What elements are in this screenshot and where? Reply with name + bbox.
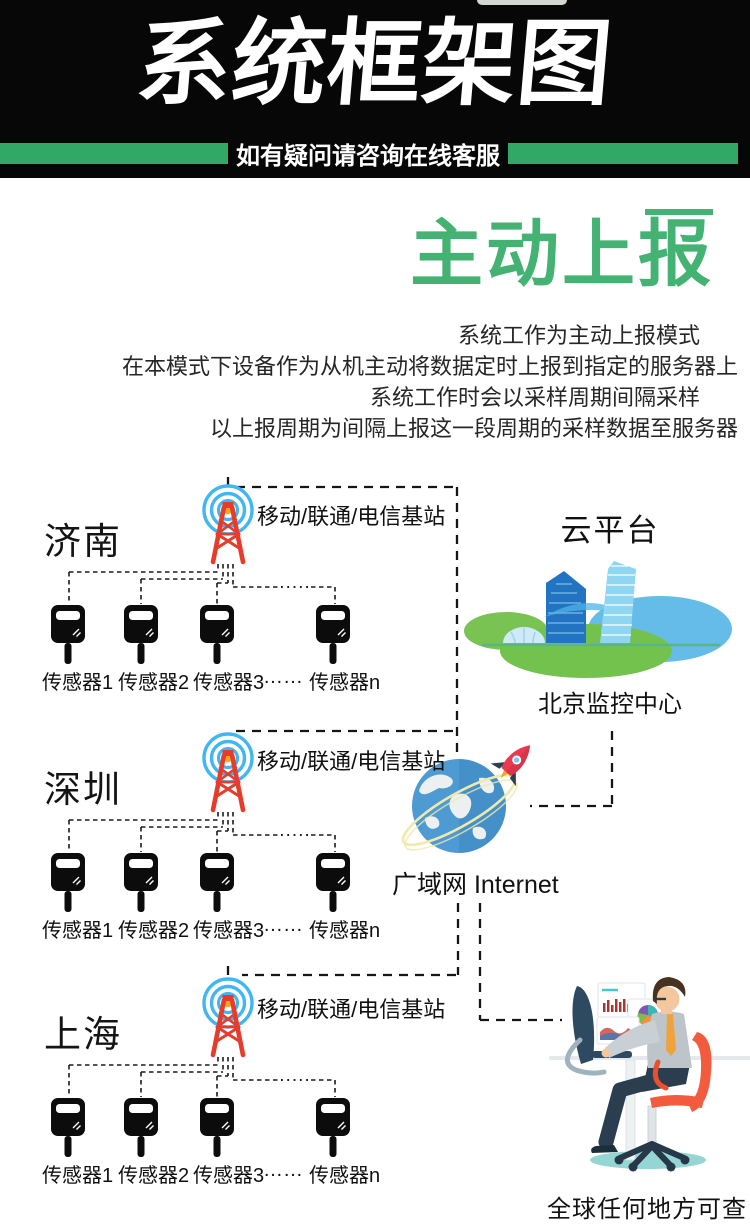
city-label-shenzhen: 深圳: [44, 769, 122, 810]
globe-icon: [401, 759, 518, 853]
description-line: 系统工作时会以采样周期间隔采样: [369, 385, 700, 410]
sensor-label: 传感器2: [118, 1165, 190, 1187]
description-line: 在本模式下设备作为从机主动将数据定时上报到指定的服务器上: [121, 354, 738, 379]
global-access-label: 全球任何地方可查: [547, 1196, 747, 1223]
sensor-row: [50, 604, 351, 665]
signal-tower-icon: [204, 734, 252, 810]
diagram-canvas: [50, 477, 750, 1172]
cloud-platform-label: 云平台: [560, 513, 660, 548]
section-description: 系统工作为主动上报模式 在本模式下设备作为从机主动将数据定时上报到指定的服务器上…: [8, 320, 738, 444]
sensor-label: 传感器2: [118, 920, 190, 942]
sensor-ellipsis: ……: [263, 1159, 303, 1181]
green-bar-left: [0, 142, 228, 164]
station-label: 移动/联通/电信基站: [257, 749, 446, 774]
sensor-ellipsis: ……: [263, 914, 303, 936]
rocket-icon: [490, 745, 531, 787]
city-label-jinan: 济南: [44, 521, 122, 562]
city-label-shanghai: 上海: [44, 1014, 122, 1055]
sensor-row: [50, 1097, 351, 1158]
description-line: 以上报周期为间隔上报这一段周期的采样数据至服务器: [209, 416, 738, 441]
person-workstation-icon: [549, 977, 750, 1172]
sensor-row: [50, 852, 351, 913]
title-accent-line: [645, 209, 713, 215]
station-label: 移动/联通/电信基站: [257, 997, 446, 1022]
signal-tower-icon: [204, 979, 252, 1055]
description-line: 系统工作为主动上报模式: [457, 323, 700, 348]
sensor-label: 传感器3: [193, 672, 265, 694]
page-title: 系统框架图: [132, 11, 618, 116]
station-label: 移动/联通/电信基站: [257, 504, 446, 529]
sensor-label: 传感器1: [42, 672, 114, 694]
sensor-label: 传感器n: [309, 920, 381, 942]
header-subtitle-row: 如有疑问请咨询在线客服: [0, 141, 750, 170]
sensor-label: 传感器3: [193, 1165, 265, 1187]
header-banner: 系统框架图 如有疑问请咨询在线客服: [0, 0, 750, 178]
sensor-label: 传感器3: [193, 920, 265, 942]
sensor-branch-lines: [68, 564, 336, 1097]
green-bar-right: [508, 142, 738, 164]
signal-tower-icon: [204, 486, 252, 562]
sensor-ellipsis: ……: [263, 666, 303, 688]
internet-label: 广域网 Internet: [392, 871, 559, 899]
sensor-label: 传感器1: [42, 1165, 114, 1187]
header-subtitle: 如有疑问请咨询在线客服: [236, 142, 500, 170]
section-title: 主动上报: [410, 214, 714, 295]
monitor-center-label: 北京监控中心: [538, 691, 682, 718]
city-buildings-icon: [464, 561, 732, 678]
sensor-label: 传感器1: [42, 920, 114, 942]
top-notch: [477, 0, 567, 5]
sensor-label: 传感器2: [118, 672, 190, 694]
sensor-label: 传感器n: [309, 1165, 381, 1187]
sensor-label: 传感器n: [309, 672, 381, 694]
